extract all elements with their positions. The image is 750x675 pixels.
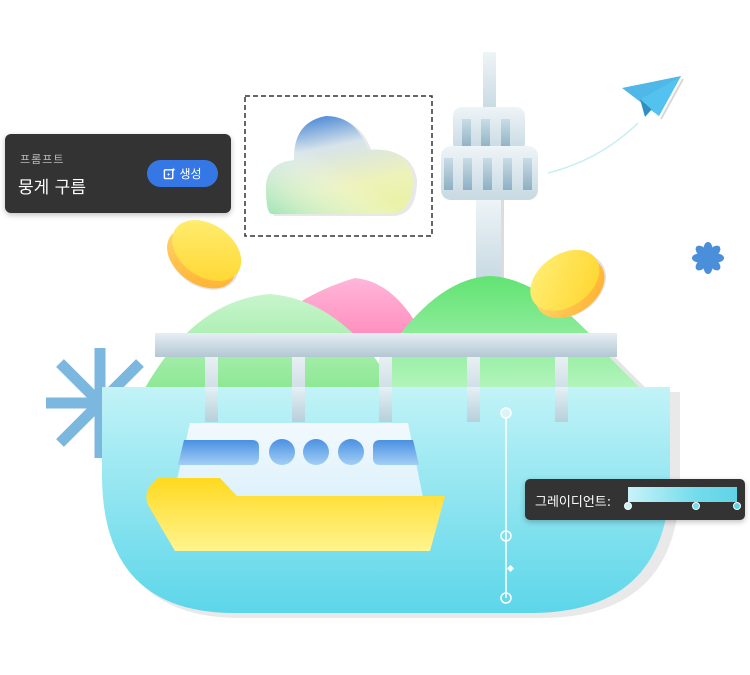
gradient-midpoint-diamond: [506, 564, 515, 573]
prompt-label: 프롬프트: [20, 153, 65, 166]
generate-button[interactable]: 생성: [147, 160, 218, 187]
generate-button-label: 생성: [179, 167, 202, 181]
cloud-illustration: [266, 116, 417, 216]
coin-icon: [167, 220, 242, 290]
tower-illustration: [441, 52, 538, 282]
gradient-stop[interactable]: [691, 502, 700, 510]
gradient-preview-bar[interactable]: [628, 487, 737, 502]
selection-box: [244, 95, 433, 237]
coin-icon: [530, 249, 607, 319]
asterisk-icon: [692, 242, 724, 274]
gradient-stop[interactable]: [733, 502, 741, 510]
sparkle-edit-icon: [164, 167, 176, 180]
paper-plane-icon: [622, 76, 684, 120]
bridge-posts-lower: [205, 387, 568, 422]
gradient-line-handle: [500, 407, 515, 604]
gradient-label: 그레이디언트:: [535, 495, 612, 510]
gradient-panel: 그레이디언트:: [525, 479, 745, 520]
prompt-input[interactable]: 뭉게 구름: [18, 178, 86, 198]
prompt-panel: 프롬프트 뭉게 구름 생성: [5, 134, 231, 213]
gradient-mid-handle: [500, 530, 512, 542]
ship-illustration: [146, 423, 445, 551]
plane-trail: [547, 122, 639, 174]
gradient-end-handle: [500, 592, 512, 604]
bridge-rail: [155, 333, 617, 357]
gradient-stop[interactable]: [624, 502, 632, 510]
gradient-start-handle: [500, 407, 512, 419]
